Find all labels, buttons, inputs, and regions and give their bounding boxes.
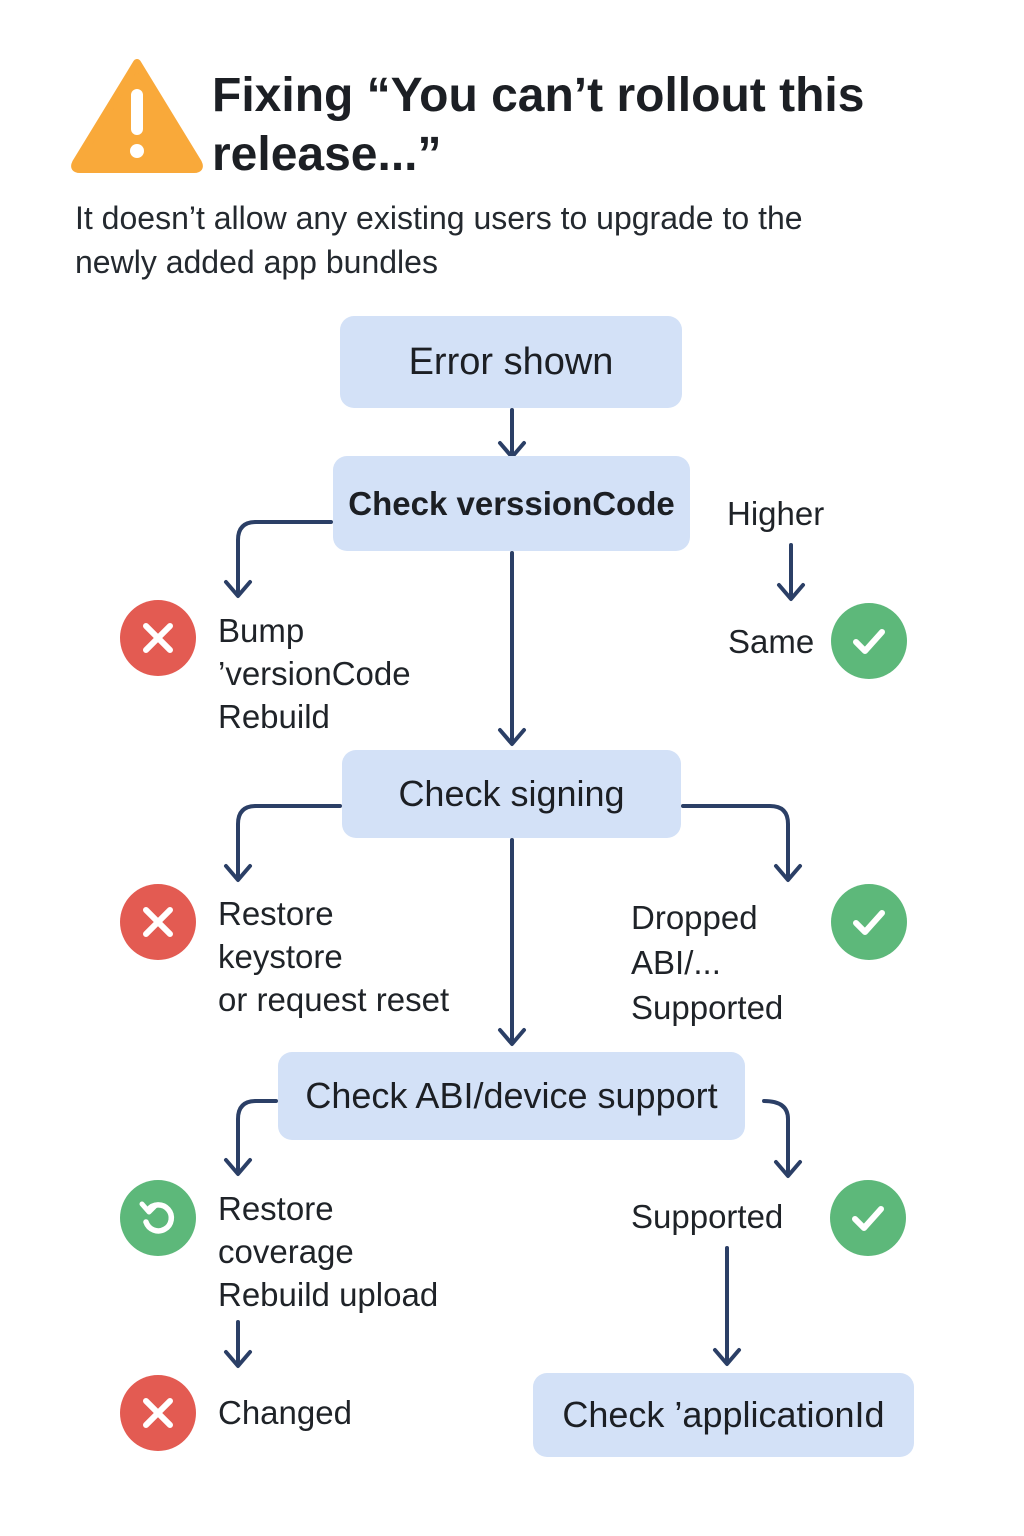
node-check-applicationid: Check ’applicationId	[533, 1373, 914, 1457]
node-error-shown: Error shown	[340, 316, 682, 408]
node-check-versioncode: Check verssionCode	[333, 456, 690, 551]
version-fail-label: Bump ’versionCode Rebuild	[218, 612, 411, 735]
arrow-signing-ok	[681, 804, 790, 878]
page-title: Fixing “You can’t rollout this release..…	[212, 69, 865, 181]
close-icon	[120, 1375, 196, 1451]
page-subtitle: It doesn’t allow any existing users to u…	[75, 200, 803, 280]
signing-ok-label: Dropped ABI/... Supported	[631, 899, 784, 1026]
arrow-signing-fail	[236, 804, 342, 878]
check-icon	[830, 1180, 906, 1256]
close-icon	[120, 884, 196, 960]
arrow-abi-fail	[236, 1099, 278, 1172]
node-check-abi: Check ABI/device support	[278, 1052, 745, 1140]
supported-label: Supported	[631, 1198, 784, 1235]
same-label: Same	[728, 623, 815, 660]
abi-fail-label: Restore coverage Rebuild upload	[218, 1190, 439, 1313]
arrow-version-fail	[236, 520, 333, 594]
higher-label: Higher	[727, 495, 825, 532]
close-icon	[120, 600, 196, 676]
node-check-signing: Check signing	[342, 750, 681, 838]
refresh-icon	[120, 1180, 196, 1256]
warning-icon	[71, 59, 203, 173]
signing-fail-label: Restore keystore or request reset	[218, 895, 450, 1018]
check-icon	[831, 603, 907, 679]
changed-label: Changed	[218, 1394, 352, 1431]
check-icon	[831, 884, 907, 960]
arrow-abi-ok	[762, 1099, 790, 1174]
